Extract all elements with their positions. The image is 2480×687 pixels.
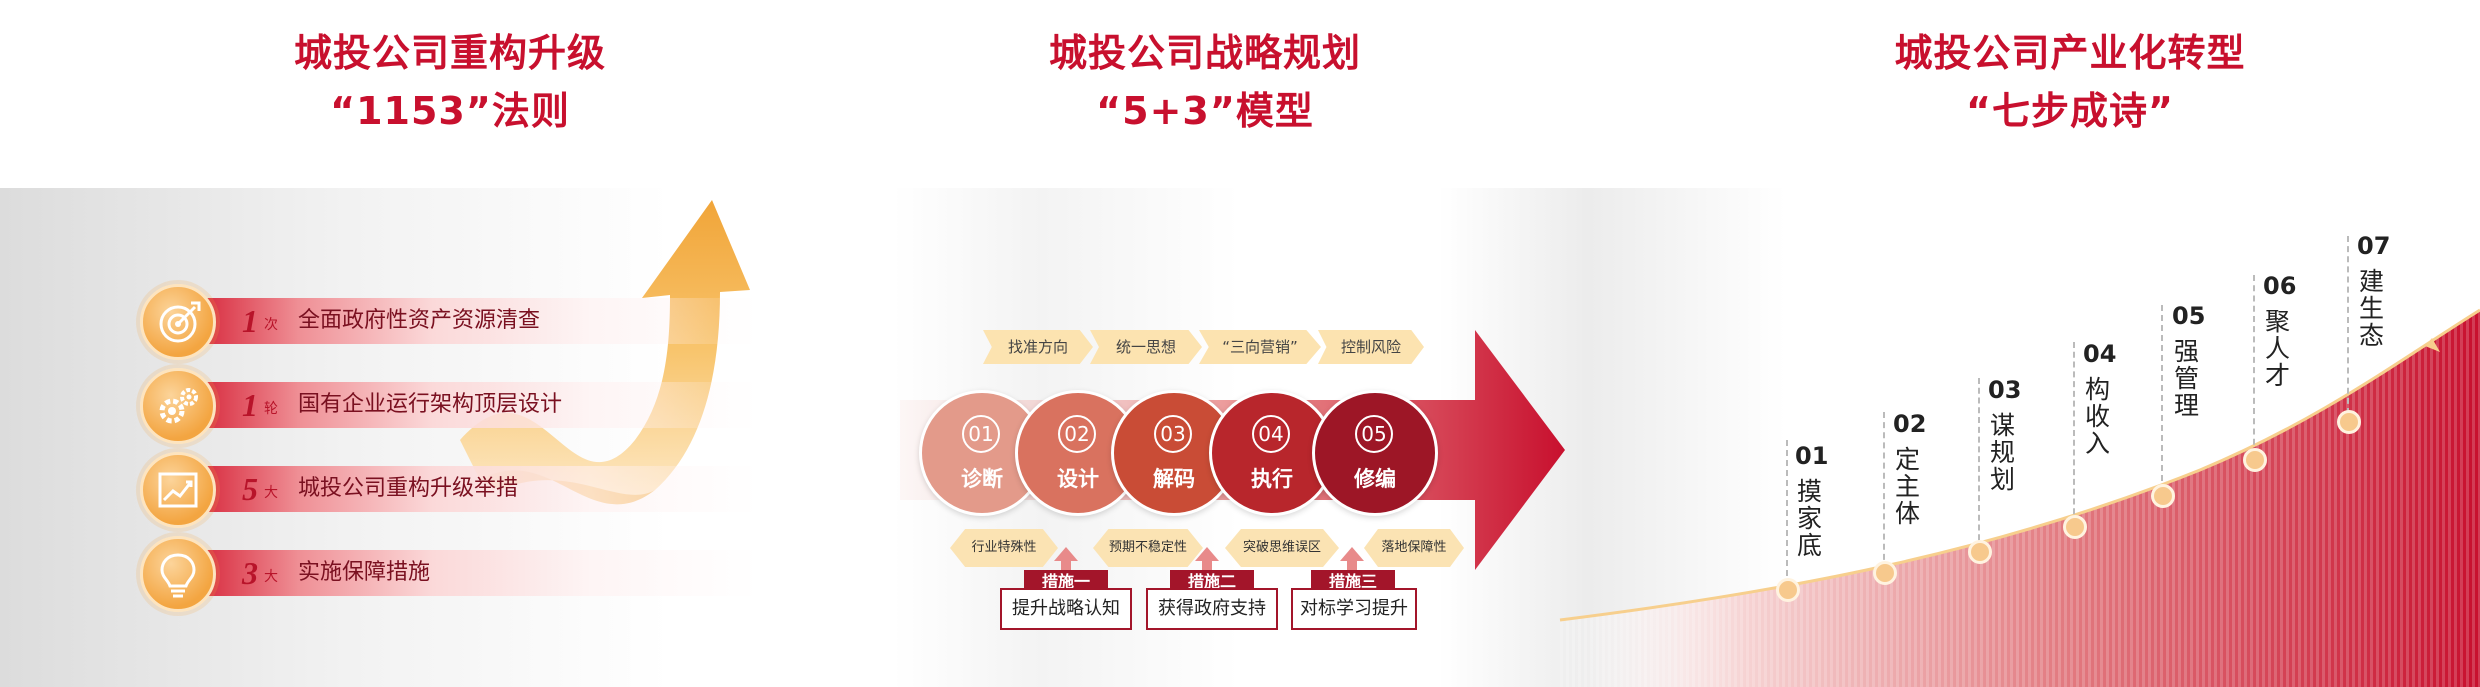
step-dot [1776, 578, 1800, 602]
step-guide-line [1978, 378, 1980, 550]
item-number: 5 [242, 471, 258, 507]
step-label: 强管理 [2174, 337, 2200, 420]
step-label: 执行 [1251, 467, 1293, 491]
item-text: 实施保障措施 [298, 560, 431, 585]
step-label: 构收入 [2085, 375, 2111, 458]
top-tag: “三向营销” [1199, 330, 1321, 364]
section3-title: 城投公司产业化转型 “七步成诗” [1720, 24, 2420, 140]
section1-title-line1: 城投公司重构升级 [293, 31, 606, 75]
measure-box: 获得政府支持 [1146, 588, 1278, 630]
item-unit: 轮 [264, 401, 278, 417]
step-label: 设计 [1057, 467, 1099, 491]
step-number: 05 [1355, 415, 1393, 453]
step-dot [1873, 561, 1897, 585]
step-number: 02 [1058, 415, 1096, 453]
step-number: 06 [2263, 272, 2297, 300]
section2-title: 城投公司战略规划 “5+3”模型 [855, 24, 1555, 140]
step-label: 解码 [1153, 467, 1195, 491]
step-guide-line [1883, 412, 1885, 570]
growth-chart-icon [140, 452, 216, 528]
section2-title-line2: “5+3”模型 [1096, 89, 1314, 133]
lightbulb-icon [140, 536, 216, 612]
item-unit: 大 [264, 569, 278, 585]
step-number: 04 [1252, 415, 1290, 453]
row-bar [198, 382, 758, 428]
top-tag: 统一思想 [1090, 330, 1202, 364]
step-dot [2063, 515, 2087, 539]
step-guide-line [2253, 275, 2255, 455]
step-number: 04 [2083, 340, 2117, 368]
row-bar [198, 550, 758, 596]
strategy-step: 04 执行 [1209, 390, 1335, 516]
diamond-tag: 预期不稳定性 [1093, 529, 1203, 567]
step-guide-line [2347, 236, 2349, 414]
up-arrow-stem [1061, 561, 1071, 571]
item-text: 国有企业运行架构顶层设计 [298, 392, 563, 417]
measure-box: 提升战略认知 [1000, 588, 1132, 630]
row-bar [198, 466, 758, 512]
step-dot [2151, 484, 2175, 508]
step-number: 07 [2357, 232, 2391, 260]
measure-box: 对标学习提升 [1291, 588, 1417, 630]
top-tag: 找准方向 [983, 330, 1093, 364]
step-guide-line [1786, 440, 1788, 586]
target-icon [140, 284, 216, 360]
step-label: 修编 [1354, 467, 1396, 491]
section1-title-line2: “1153”法则 [330, 89, 570, 133]
step-number: 03 [1154, 415, 1192, 453]
step-number: 02 [1893, 410, 1927, 438]
step-label: 建生态 [2359, 267, 2385, 350]
step-dot [1968, 540, 1992, 564]
step-label: 摸家底 [1797, 477, 1823, 560]
diamond-tag: 落地保障性 [1364, 529, 1464, 567]
step-label: 诊断 [961, 467, 1003, 491]
item-text: 全面政府性资产资源清查 [298, 308, 541, 333]
diamond-tag: 行业特殊性 [950, 529, 1058, 567]
item-text: 城投公司重构升级举措 [298, 476, 519, 501]
section1-title: 城投公司重构升级 “1153”法则 [100, 24, 800, 140]
strategy-step: 05 修编 [1312, 390, 1438, 516]
section3-title-line2: “七步成诗” [1966, 89, 2174, 133]
section2-title-line1: 城投公司战略规划 [1048, 31, 1361, 75]
up-arrow-icon [1340, 547, 1364, 561]
item-number: 1 [242, 303, 258, 339]
item-unit: 次 [264, 317, 278, 333]
up-arrow-stem [1202, 561, 1212, 571]
up-arrow-icon [1054, 547, 1078, 561]
step-number: 03 [1988, 376, 2022, 404]
step-label: 谋规划 [1990, 411, 2016, 494]
up-arrow-icon [1195, 547, 1219, 561]
step-label: 聚人才 [2265, 307, 2291, 390]
step-number: 01 [962, 415, 1000, 453]
step-dot [2337, 410, 2361, 434]
step-dot [2243, 448, 2267, 472]
top-tag: 控制风险 [1318, 330, 1424, 364]
item-number: 3 [242, 555, 258, 591]
step-label: 定主体 [1895, 445, 1921, 528]
gears-icon [140, 368, 216, 444]
item-unit: 大 [264, 485, 278, 501]
step-guide-line [2161, 305, 2163, 491]
row-bar [198, 298, 758, 344]
section3-title-line1: 城投公司产业化转型 [1894, 31, 2246, 75]
up-arrow-stem [1347, 561, 1357, 571]
step-number: 05 [2172, 302, 2206, 330]
diamond-tag: 突破思维误区 [1225, 529, 1339, 567]
step-guide-line [2073, 342, 2075, 524]
item-number: 1 [242, 387, 258, 423]
step-number: 01 [1795, 442, 1829, 470]
